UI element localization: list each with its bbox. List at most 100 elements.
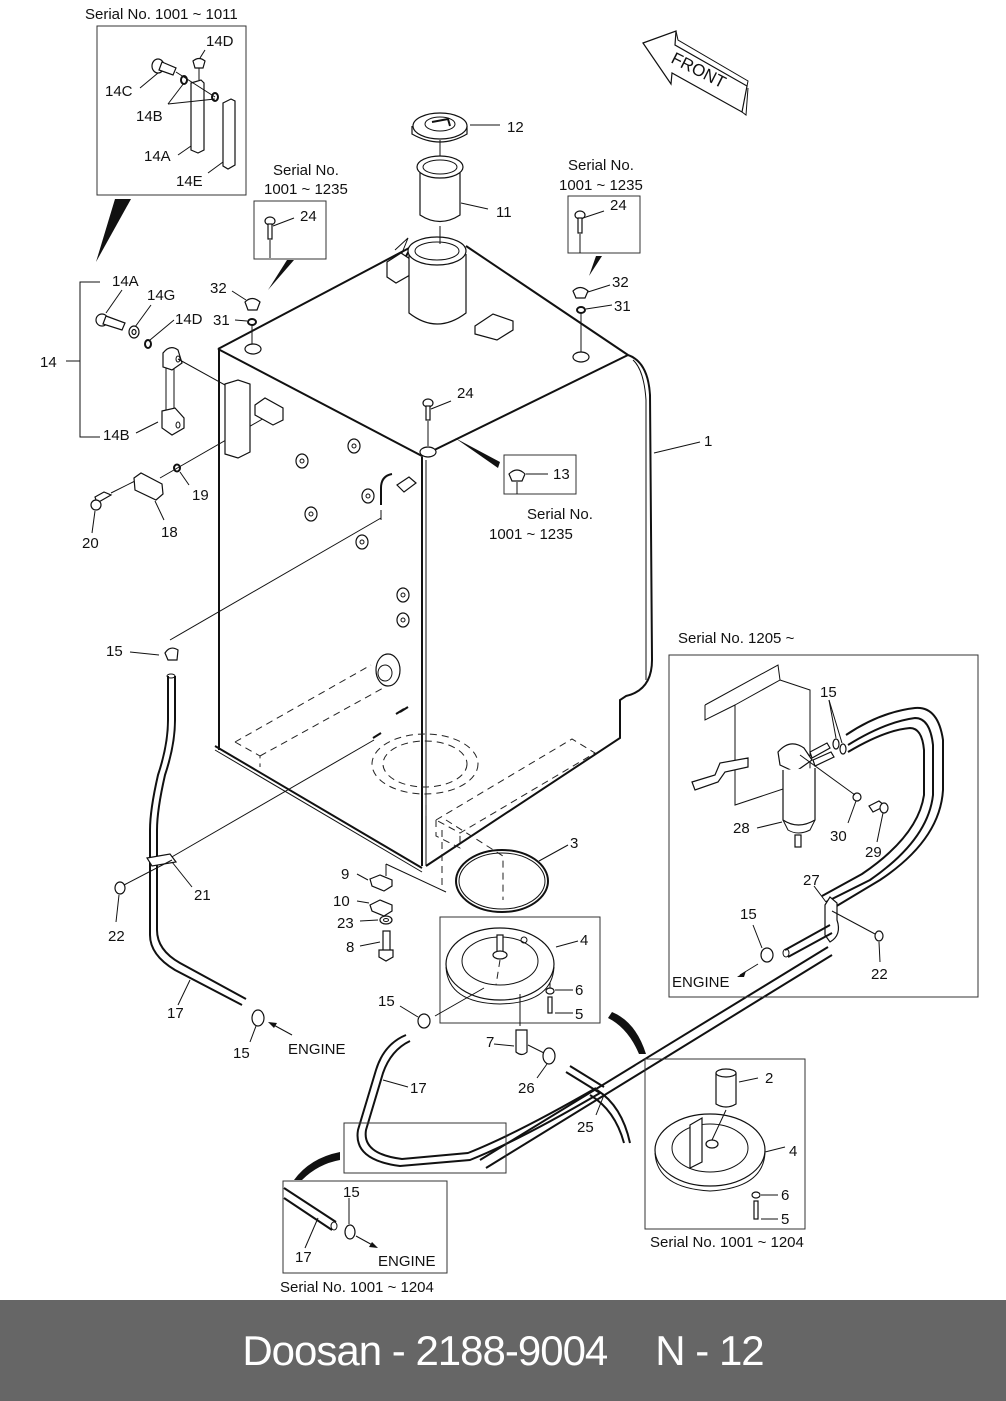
nut-icon (874, 930, 884, 942)
serial-range-bolt-left: 1001 ~ 1235 (264, 181, 348, 198)
fitting-7 (515, 1029, 528, 1056)
handle-icon (162, 347, 183, 371)
hose-clamp-icon (760, 947, 774, 963)
callout-15: 15 (106, 643, 123, 660)
callout-28: 28 (733, 820, 750, 837)
mounting-pad (254, 397, 284, 426)
serial-range-bolt-right: 1001 ~ 1235 (559, 177, 643, 194)
strainer-icon (419, 168, 461, 223)
flange-4 (654, 1113, 766, 1187)
pointer-wedge (455, 438, 500, 468)
callout-22: 22 (871, 966, 888, 983)
engine-label-left: ENGINE (288, 1041, 346, 1058)
pointer-wedge (589, 256, 602, 276)
bolt-center: 24 (422, 385, 474, 446)
washer-icon (576, 306, 586, 314)
callout-14b: 14B (136, 108, 163, 125)
brand-name: Doosan (242, 1326, 382, 1374)
callout-19: 19 (192, 487, 209, 504)
inset-frame (644, 1058, 806, 1230)
hose-inset: 15 17 ENGINE Serial No. 1001 ~ 1204 (280, 1180, 448, 1296)
callout-27: 27 (803, 872, 820, 889)
callout-17: 17 (167, 1005, 184, 1022)
callout-15: 15 (820, 684, 837, 701)
return-hose-left: 15 21 22 17 15 ENGINE (106, 643, 346, 1062)
fitting-icon (396, 476, 417, 493)
callout-23: 23 (337, 915, 354, 932)
inset-frame (668, 654, 979, 998)
hose-clamp-icon (344, 1224, 356, 1240)
shim-10 (369, 899, 393, 917)
handle-assembly: 14 14A 14G 14D 14B (40, 273, 226, 444)
callout-20: 20 (82, 535, 99, 552)
callout-14a: 14A (144, 148, 171, 165)
strainer-inset: 2 4 6 5 Serial No. 1001 ~ 1204 (644, 1058, 806, 1251)
cap-icon (244, 297, 261, 311)
callout-32: 32 (210, 280, 227, 297)
callout-14d: 14D (206, 33, 234, 50)
hose-clamp-icon (164, 647, 179, 661)
handle-bar (190, 79, 205, 154)
callout-14b: 14B (103, 427, 130, 444)
callout-14e: 14E (176, 173, 203, 190)
knob-icon (192, 57, 206, 69)
breather-pipe (380, 473, 393, 505)
bottom-mount-parts: 9 10 23 8 3 (333, 835, 578, 962)
arrow-head (268, 1022, 277, 1028)
arrow-head (737, 971, 746, 977)
callout-31: 31 (614, 298, 631, 315)
hose-clamp-icon (542, 1047, 556, 1065)
cap-icon (572, 286, 589, 299)
cap-washer-right: 32 31 (572, 274, 631, 352)
washer-icon (545, 987, 555, 995)
filler-neck (408, 254, 467, 325)
callout-15: 15 (378, 993, 395, 1010)
bolt-icon (547, 996, 553, 1014)
callout-14: 14 (40, 354, 57, 371)
callout-6: 6 (781, 1187, 789, 1204)
callout-4: 4 (580, 932, 588, 949)
pointer-wedge (268, 260, 294, 290)
mounting-bosses (295, 438, 410, 628)
callout-22: 22 (108, 928, 125, 945)
clip-27 (824, 896, 840, 943)
page-reference: N - 12 (655, 1326, 764, 1374)
bolt-icon (382, 930, 391, 952)
serial-range-cap13: 1001 ~ 1235 (489, 526, 573, 543)
washer-icon (247, 318, 257, 326)
bolt-inset-left: Serial No. 1001 ~ 1235 24 (253, 162, 348, 260)
inset-frame (282, 1180, 448, 1274)
serial-label-strainer-inset: Serial No. 1001 ~ 1204 (650, 1234, 804, 1251)
inset-frame (96, 25, 247, 196)
drain-port (375, 653, 401, 687)
bolt-icon (151, 58, 177, 76)
callout-6: 6 (575, 982, 583, 999)
serial-label-hose-inset: Serial No. 1001 ~ 1204 (280, 1279, 434, 1296)
pointer-wedge (608, 1012, 646, 1054)
callout-15: 15 (233, 1045, 250, 1062)
callout-24: 24 (610, 197, 627, 214)
bolt-icon (753, 1200, 759, 1220)
front-arrow: FRONT (642, 30, 749, 116)
hose-clamp-icon (839, 743, 847, 755)
callout-5: 5 (781, 1211, 789, 1228)
callout-2: 2 (765, 1070, 773, 1087)
fuel-tank-parts-diagram: Serial No. 1001 ~ 1011 14D 14C 14B 14A 1… (40, 6, 979, 1296)
callout-10: 10 (333, 893, 350, 910)
washer-icon (751, 1191, 761, 1199)
callout-12: 12 (507, 119, 524, 136)
callout-21: 21 (194, 887, 211, 904)
hose-17-mid (356, 1034, 601, 1168)
arrow-head (369, 1242, 378, 1248)
bracket-14 (79, 281, 100, 438)
fitting-assembly: 7 26 15 17 25 (356, 946, 833, 1169)
hose-clamp-icon (417, 1013, 431, 1029)
callout-9: 9 (341, 866, 349, 883)
washer-icon (379, 915, 393, 925)
hidden-flange-outline (371, 733, 479, 795)
suction-pipe (479, 946, 829, 1161)
boss-icon (572, 351, 590, 363)
cover-plate-assembly: 20 18 19 (82, 416, 267, 552)
filler-cap-assembly: 12 11 (411, 112, 524, 244)
callout-14a: 14A (112, 273, 139, 290)
